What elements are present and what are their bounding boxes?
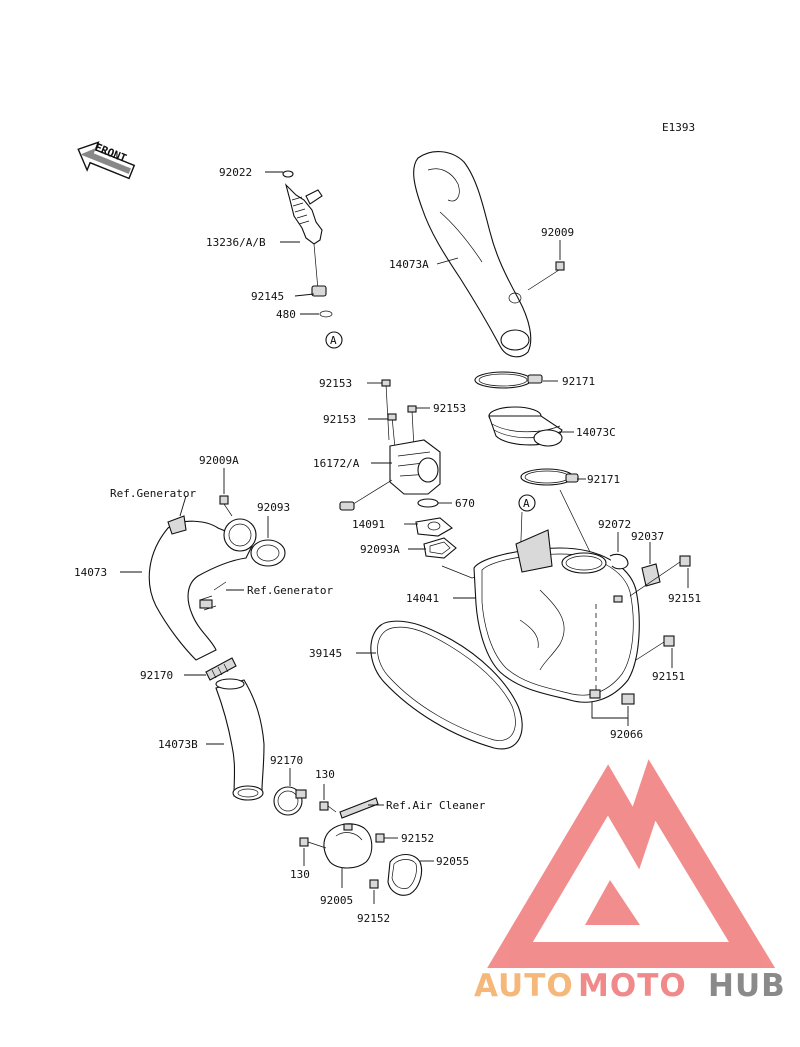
bolt-92151-upper (629, 555, 691, 597)
boot-14073c (488, 406, 563, 447)
part-14041: 14041 (406, 592, 439, 605)
callout-a-lower-text: A (523, 497, 530, 510)
bolt-92009a (219, 495, 229, 505)
bolt-92066 (621, 693, 635, 705)
part-92151-lower: 92151 (652, 670, 685, 683)
part-16172a: 16172/A (313, 457, 360, 470)
ref-generator-1: Ref.Generator (110, 487, 196, 500)
clamp-92037 (641, 563, 661, 587)
part-92145: 92145 (251, 290, 284, 303)
part-13236: 13236/A/B (206, 236, 266, 249)
part-92093: 92093 (257, 501, 290, 514)
part-92037: 92037 (631, 530, 664, 543)
callout-a-upper (325, 331, 343, 349)
part-92055: 92055 (436, 855, 469, 868)
gasket-92093a (423, 537, 457, 559)
clamp-92171-bottom (520, 468, 579, 486)
logo-inner-mark (585, 880, 640, 925)
logo-triangle (487, 759, 776, 968)
part-92153-a: 92153 (319, 377, 352, 390)
ref-generator-2: Ref.Generator (247, 584, 333, 597)
actuator-16172a (339, 379, 441, 511)
part-14073a: 14073A (389, 258, 429, 271)
clamp-92170-lower (273, 786, 307, 816)
logo-word-auto: AUTO (474, 968, 574, 1004)
automotohub-logo (487, 759, 776, 968)
part-92093a: 92093A (360, 543, 400, 556)
part-92170-lower: 92170 (270, 754, 303, 767)
clip-92072 (609, 553, 629, 570)
bolt-92151-lower (635, 635, 675, 661)
part-130-lower: 130 (290, 868, 310, 881)
diagram-code: E1393 (662, 121, 695, 134)
part-670: 670 (455, 497, 475, 510)
bolt-92009 (527, 261, 565, 291)
bolt-130-upper (319, 801, 329, 811)
gasket-92093 (250, 539, 286, 567)
clamp-92171-top (474, 371, 543, 389)
callout-a-lower (518, 494, 536, 512)
clamp-92170-upper (205, 657, 237, 681)
part-14073c: 14073C (576, 426, 616, 439)
front-arrow-icon (77, 141, 136, 180)
part-92009a: 92009A (199, 454, 239, 467)
bolt-92152-upper (375, 833, 385, 843)
gasket-92055 (387, 853, 423, 896)
cover-92005 (323, 823, 373, 869)
part-480: 480 (276, 308, 296, 321)
o-ring-670 (417, 498, 439, 508)
part-92152-upper: 92152 (401, 832, 434, 845)
part-92022: 92022 (219, 166, 252, 179)
part-92151-upper: 92151 (668, 592, 701, 605)
logo-word-hub: HUB (708, 968, 786, 1004)
flange-14091 (415, 517, 453, 537)
intake-duct-14073a (413, 151, 532, 358)
duct-14073b (215, 678, 265, 801)
part-92153-c: 92153 (433, 402, 466, 415)
part-92005: 92005 (320, 894, 353, 907)
part-14073: 14073 (74, 566, 107, 579)
part-92170-upper: 92170 (140, 669, 173, 682)
part-92152-lower: 92152 (357, 912, 390, 925)
part-92009: 92009 (541, 226, 574, 239)
logo-word-moto: MOTO (578, 968, 687, 1004)
part-92153-b: 92153 (323, 413, 356, 426)
callout-a-upper-text: A (330, 334, 337, 347)
air-cleaner-link (339, 797, 379, 819)
part-92072: 92072 (598, 518, 631, 531)
part-92171-top: 92171 (562, 375, 595, 388)
drive-belt-39145 (370, 620, 523, 750)
bolt-92152-lower (369, 879, 379, 889)
part-130-upper: 130 (315, 768, 335, 781)
part-14073b: 14073B (158, 738, 198, 751)
actuator-cable-assembly (282, 170, 333, 318)
cvt-cover-14041 (473, 529, 640, 703)
ref-air-cleaner: Ref.Air Cleaner (386, 799, 486, 812)
part-92066: 92066 (610, 728, 643, 741)
part-92171-bottom: 92171 (587, 473, 620, 486)
part-39145: 39145 (309, 647, 342, 660)
duct-14073 (148, 515, 257, 661)
bolt-130-lower (299, 837, 309, 847)
part-14091: 14091 (352, 518, 385, 531)
